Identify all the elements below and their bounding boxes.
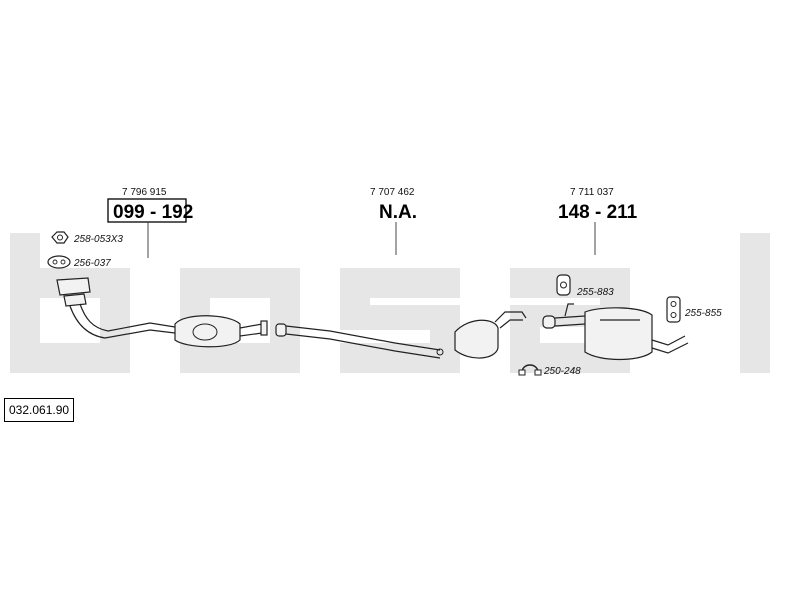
accessory-code-rubber-mount: 255-883 xyxy=(576,287,614,298)
oe-number-3: 7 711 037 xyxy=(570,187,614,198)
diagram-reference-box: 032.061.90 xyxy=(4,398,75,422)
diagram-reference-number: 032.061.90 xyxy=(9,403,70,417)
component-front-pipe-catalyst[interactable]: 7 796 915 099 - 192 xyxy=(107,187,193,258)
component-middle-pipe[interactable]: 7 707 462 N.A. xyxy=(370,187,417,255)
accessory-code-bracket: 255-855 xyxy=(684,308,722,319)
nut-icon xyxy=(51,231,69,244)
oe-number-1: 7 796 915 xyxy=(122,187,167,198)
front-pipe-drawing xyxy=(56,277,268,348)
accessory-gasket[interactable]: 256-037 xyxy=(47,255,111,269)
accessory-bracket[interactable]: 255-855 xyxy=(666,296,722,323)
gasket-icon xyxy=(47,255,71,269)
part-number-2: N.A. xyxy=(379,202,417,223)
rear-silencer-drawing xyxy=(542,303,689,361)
bracket-icon xyxy=(666,296,681,323)
part-number-1: 099 - 192 xyxy=(113,202,193,223)
clamp-icon xyxy=(518,364,542,376)
accessory-nut[interactable]: 258-053X3 xyxy=(51,231,123,245)
oe-number-2: 7 707 462 xyxy=(370,187,415,198)
accessory-code-gasket: 256-037 xyxy=(73,258,111,269)
accessory-clamp[interactable]: 250-248 xyxy=(518,364,581,377)
rubber-mount-icon xyxy=(556,274,571,296)
accessory-code-clamp: 250-248 xyxy=(543,366,581,377)
part-number-box-1 xyxy=(107,198,187,223)
accessory-rubber-mount[interactable]: 255-883 xyxy=(556,274,614,298)
part-number-3: 148 - 211 xyxy=(558,202,638,223)
watermark-logo xyxy=(10,233,770,373)
middle-pipe-drawing xyxy=(275,311,527,359)
accessory-code-nut: 258-053X3 xyxy=(73,234,123,245)
component-rear-silencer[interactable]: 7 711 037 148 - 211 xyxy=(558,187,638,255)
